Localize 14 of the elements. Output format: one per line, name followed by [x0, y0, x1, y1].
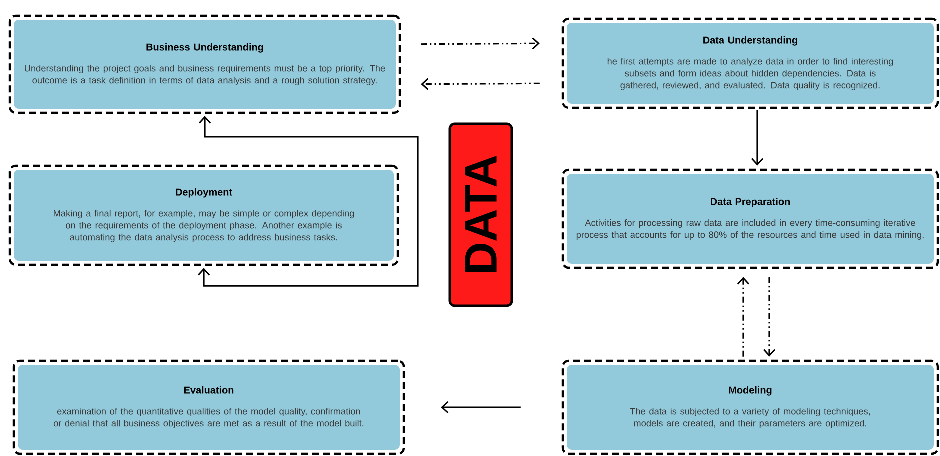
arrow	[737, 277, 750, 357]
arrow	[441, 401, 521, 414]
arrow	[763, 277, 776, 357]
process-box: Data Understanding he first attempts are made to analyze data in order to find interesting subsets and form ideas about hidden dependencies. Data is gathered, reviewed, and evaluated. Data quality is recognized.	[562, 18, 940, 110]
process-box: Data Preparation Activities for processing raw data are included in every time-consuming iterative process that accounts for up to 80% of the resources and time used in data mining.	[562, 168, 940, 270]
arrow	[198, 116, 419, 287]
process-box: Evaluation examination of the quantitative qualities of the model quality, confirmation or denial that all business objectives are met as a result of the model built.	[12, 360, 406, 456]
process-box: Modeling The data is subjected to a variety of modeling techniques, models are created, and their parameters are optimized.	[562, 360, 940, 456]
data-banner: DATA	[448, 122, 514, 308]
arrow	[421, 78, 540, 90]
process-box: Business Understanding Understanding the project goals and business requirements must be a top priority. The outcome is a task definition in terms of data analysis and a rough solution strategy.	[8, 14, 402, 114]
arrow	[751, 110, 764, 166]
arrow	[421, 38, 540, 50]
process-box: Deployment Making a final report, for example, may be simple or complex depending on the requirements of the deployment phase. Another example is automating the data analysis process to address business tasks.	[8, 164, 400, 266]
